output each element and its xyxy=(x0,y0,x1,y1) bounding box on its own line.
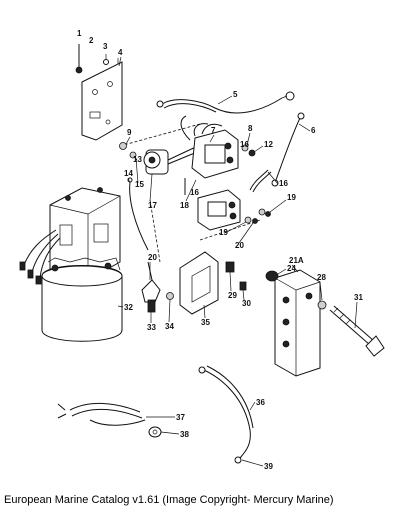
callout-7: 1 xyxy=(77,29,82,38)
callout-34: 31 xyxy=(354,293,363,302)
callout-32: 29 xyxy=(228,291,237,300)
callout-16b: 16 xyxy=(240,140,249,149)
callout-37: 39 xyxy=(264,462,273,471)
wire-19 xyxy=(244,169,272,224)
callout-16a: 16 xyxy=(190,188,199,197)
callout-20a: 19 xyxy=(287,193,296,202)
callout-4: 9 xyxy=(127,128,132,137)
callout-19a: 16 xyxy=(279,179,288,188)
parts-diagram: 1 2 3 4 5 6 7 8 9 12 13 14 15 16 16 17 1… xyxy=(19,29,385,471)
screw-31-32 xyxy=(225,261,247,291)
callout-40: 38 xyxy=(180,430,189,439)
callout-5: 3 xyxy=(103,42,108,51)
nut-17-18 xyxy=(241,144,256,157)
fitting-21A xyxy=(141,261,161,303)
cable-12 xyxy=(156,91,295,114)
callout-19b: 19 xyxy=(219,228,228,237)
bracket-screws xyxy=(75,44,109,74)
callout-17: 8 xyxy=(248,124,253,133)
image-caption: European Marine Catalog v1.61 (Image Cop… xyxy=(4,494,334,506)
callout-14: 18 xyxy=(180,201,189,210)
callout-15: 7 xyxy=(211,126,216,135)
callout-3: 15 xyxy=(135,180,144,189)
callout-28: 35 xyxy=(201,318,210,327)
callout-2: 4 xyxy=(118,48,123,57)
mounting-bracket xyxy=(81,58,123,141)
callout-9: 13 xyxy=(133,155,142,164)
relay-16 xyxy=(197,189,241,231)
callout-33: 21A xyxy=(289,256,304,265)
callout-8: 14 xyxy=(124,169,133,178)
terminal-block-33 xyxy=(274,269,321,377)
bracket-28 xyxy=(179,251,219,315)
relay-assembly-14 xyxy=(180,115,239,195)
motor-wires xyxy=(19,229,61,285)
callout-35: 28 xyxy=(317,273,326,282)
callout-30: 34 xyxy=(165,322,174,331)
harness-39 xyxy=(57,402,162,438)
callout-24: 6 xyxy=(311,126,316,135)
callout-18: 12 xyxy=(264,140,273,149)
callout-31: 30 xyxy=(242,299,251,308)
callout-20b: 20 xyxy=(235,241,244,250)
callout-6: 2 xyxy=(89,36,94,45)
callout-labels: 1 2 3 4 5 6 7 8 9 12 13 14 15 16 16 17 1… xyxy=(77,29,363,471)
cable-38 xyxy=(198,365,254,464)
callout-12: 5 xyxy=(233,90,238,99)
callout-29: 33 xyxy=(147,323,156,332)
bolt-34 xyxy=(329,305,385,357)
callout-36: 24 xyxy=(287,264,296,273)
callout-13: 17 xyxy=(148,201,157,210)
pump-motor-1 xyxy=(41,187,123,342)
callout-1: 32 xyxy=(124,303,133,312)
callout-38: 36 xyxy=(256,398,265,407)
callout-39: 37 xyxy=(176,413,185,422)
screw-29-30 xyxy=(147,292,174,313)
solenoid-13 xyxy=(143,144,203,175)
callout-21A: 20 xyxy=(148,253,157,262)
nut-35-36 xyxy=(265,270,327,310)
